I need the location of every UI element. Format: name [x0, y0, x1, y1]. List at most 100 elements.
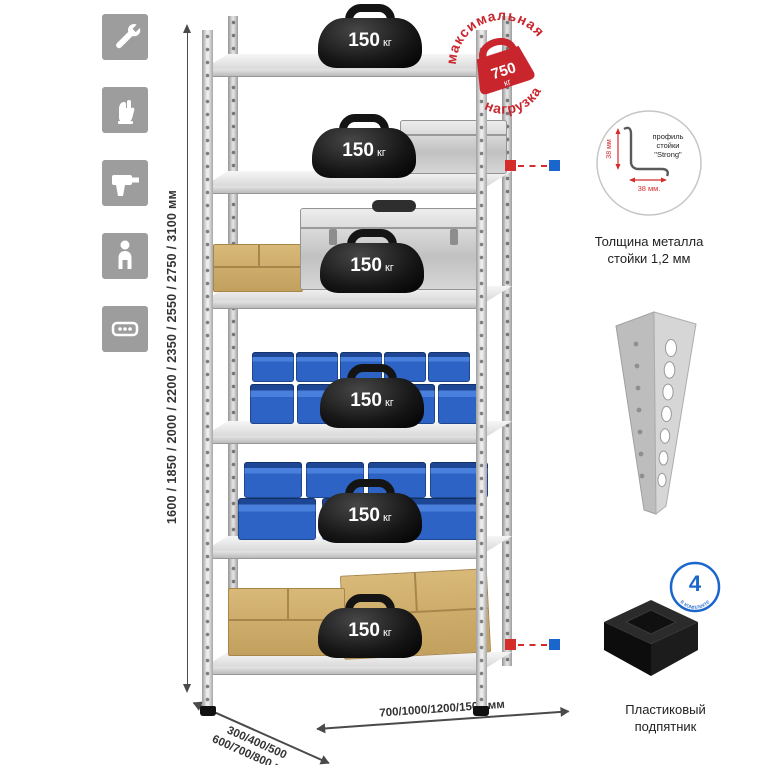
- case-latch: [329, 229, 337, 245]
- included-count-badge: 4 в комплекте: [668, 560, 722, 614]
- post-hole: [663, 361, 676, 379]
- post-hole: [657, 472, 667, 488]
- storage-bin: [250, 384, 294, 424]
- box-flap-line: [229, 619, 344, 622]
- case-handle: [371, 200, 416, 212]
- shelf-4: [202, 421, 512, 444]
- load-value: 150: [342, 140, 374, 161]
- box-flap-line: [214, 266, 302, 269]
- person-icon: [102, 233, 148, 279]
- profile-marker-line: [518, 165, 547, 167]
- storage-bin: [244, 462, 302, 498]
- shelf-top: [202, 652, 512, 668]
- foot-marker-line: [518, 644, 547, 646]
- load-unit: кг: [384, 262, 394, 274]
- shelf-6: [202, 652, 512, 675]
- post-hole-small: [639, 473, 645, 479]
- storage-bin: [238, 498, 316, 540]
- post-hole: [662, 383, 674, 401]
- post-hole: [659, 428, 671, 444]
- box-seam: [286, 589, 289, 620]
- profile-marker-blue: [549, 160, 560, 171]
- stamp-load-unit: кг: [502, 76, 512, 88]
- shelf-edge: [202, 667, 487, 675]
- load-value: 150: [348, 505, 380, 526]
- foot-caption: Пластиковый подпятник: [588, 702, 743, 736]
- max-load-stamp: максимальная нагрузка 750 кг: [431, 0, 568, 132]
- case-lid-line: [401, 134, 506, 136]
- foot-marker-red: [505, 639, 516, 650]
- drill-icon: [102, 160, 148, 206]
- shelf-edge: [202, 301, 487, 309]
- load-unit: кг: [382, 627, 392, 639]
- post-hole: [665, 339, 677, 357]
- storage-bin: [428, 352, 470, 382]
- load-value: 150: [350, 255, 382, 276]
- foot-left-face: [604, 622, 651, 676]
- load-value: 150: [350, 390, 382, 411]
- stamp-load-value: 750: [489, 59, 518, 83]
- shelf-5: [202, 536, 512, 559]
- rack-plastic-foot-left: [200, 706, 216, 716]
- height-arrow-bottom: [183, 684, 191, 693]
- profile-dim-v-label: 38 мм: [606, 139, 613, 159]
- shelf-top: [202, 171, 512, 187]
- shelf-top: [202, 536, 512, 552]
- perforated-strip-icon: [102, 306, 148, 352]
- height-dimension-label: 1600 / 1850 / 2000 / 2200 / 2350 / 2550 …: [165, 189, 179, 525]
- load-value: 150: [348, 620, 380, 641]
- cardboard-box-small: [213, 244, 303, 292]
- foot-right-face: [651, 622, 698, 676]
- rack-post-front-left: [202, 30, 213, 708]
- foot-caption-line-1: Пластиковый: [625, 702, 706, 717]
- height-arrow-top: [183, 24, 191, 33]
- profile-caption-line-2: стойки 1,2 мм: [607, 250, 691, 266]
- profile-caption: Толщина металла стойки 1,2 мм: [574, 234, 724, 268]
- foot-marker-blue: [549, 639, 560, 650]
- post-hole-small: [636, 407, 642, 413]
- profile-text-2: стойки: [657, 141, 680, 150]
- shelf-edge: [202, 186, 487, 194]
- shelf-top: [202, 421, 512, 437]
- box-seam: [258, 245, 260, 267]
- rack-post-back-right: [502, 16, 512, 666]
- load-unit: кг: [382, 37, 392, 49]
- post-hole-small: [637, 429, 643, 435]
- rack-plastic-foot-right: [473, 706, 489, 716]
- shelf-edge: [202, 69, 487, 77]
- load-unit: кг: [376, 147, 386, 159]
- badge-circle: [669, 561, 721, 613]
- load-unit: кг: [382, 512, 392, 524]
- gloves-icon: [102, 87, 148, 133]
- load-unit: кг: [384, 397, 394, 409]
- post-profile-drawing: [623, 126, 669, 177]
- storage-bin: [438, 384, 482, 424]
- post-hole: [658, 450, 669, 466]
- storage-bin: [252, 352, 294, 382]
- rack-post-front-right: [476, 30, 487, 708]
- post-hole-small: [633, 341, 639, 347]
- post-hole-small: [634, 363, 640, 369]
- foot-caption-line-2: подпятник: [634, 718, 697, 734]
- plastic-foot-image: [596, 588, 708, 680]
- profile-text-3: "Strong": [654, 150, 682, 159]
- badge-number: 4: [689, 571, 702, 596]
- wrench-icon: [102, 14, 148, 60]
- post-hole: [661, 405, 672, 423]
- callout-circle-outline: [596, 110, 702, 216]
- case-lid-line: [301, 227, 486, 229]
- post-hole-small: [635, 385, 641, 391]
- stamp-kettlebell-body-icon: [476, 45, 535, 95]
